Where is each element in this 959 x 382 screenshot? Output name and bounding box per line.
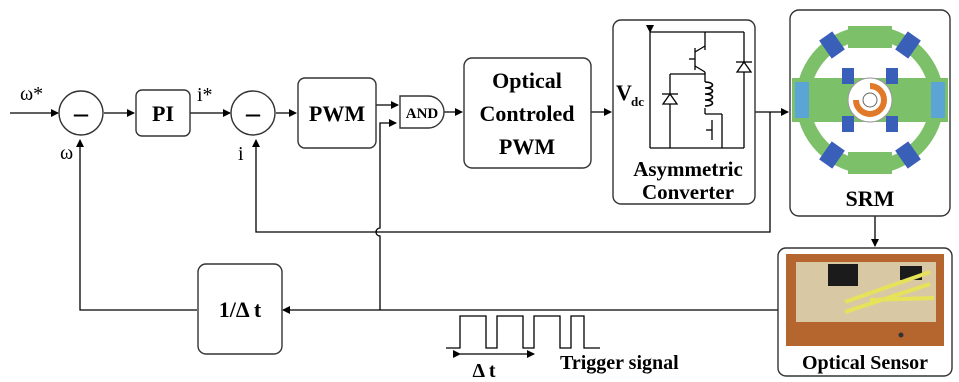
pwm-label: PWM <box>309 101 365 126</box>
optical-pwm-line-3: PWM <box>499 134 555 159</box>
vdc-subscript: dc <box>631 94 644 109</box>
speed-ref-label: ω* <box>20 83 43 105</box>
pi-label: PI <box>152 101 174 126</box>
speed-sum-sign: – <box>73 98 89 129</box>
trigger-signal-label: Trigger signal <box>560 352 679 374</box>
optical-sensor-label: Optical Sensor <box>802 352 928 374</box>
converter-line-1: Asymmetric <box>633 157 743 181</box>
current-sum-sign: – <box>245 98 261 129</box>
delta-t-label: Δ t <box>472 360 495 382</box>
optical-pwm-line-1: Optical <box>492 68 562 93</box>
optical-pwm-line-2: Controled <box>480 101 575 126</box>
trigger-branch-wire <box>376 123 396 310</box>
and-gate-label: AND <box>406 106 439 122</box>
inverse-dt-label: 1/Δ t <box>219 297 262 322</box>
trigger-pulse-train <box>446 316 600 354</box>
converter-line-2: Converter <box>642 180 734 204</box>
current-ref-label: i* <box>197 84 213 106</box>
vdc-label: V <box>616 80 632 105</box>
srm-label: SRM <box>846 186 895 211</box>
current-fb-label: i <box>238 143 244 165</box>
speed-feedback-wire <box>80 140 197 310</box>
speed-fb-label: ω <box>60 142 73 164</box>
